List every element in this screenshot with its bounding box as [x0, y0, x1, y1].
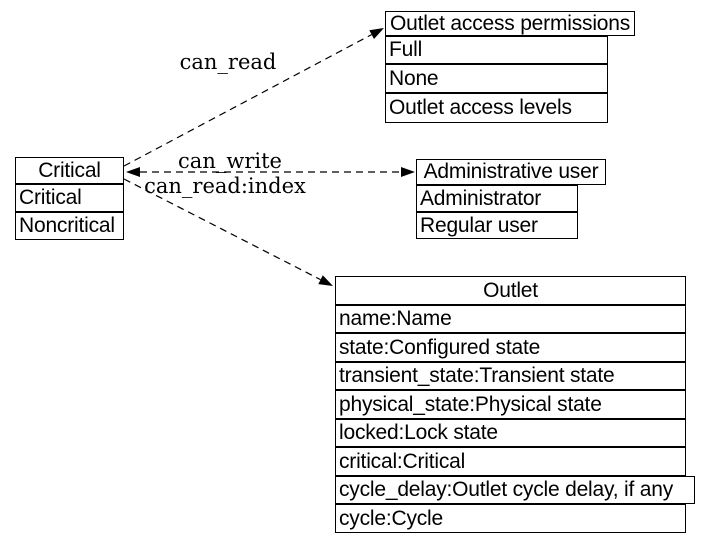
edge-label-can-read: can_read — [179, 50, 277, 74]
table-row: Outlet access levels — [385, 93, 608, 123]
node-administrative-user-header: Administrative user — [416, 159, 606, 185]
table-row: cycle_delay:Outlet cycle delay, if any — [335, 476, 695, 504]
arrowhead-into-admin-user — [401, 167, 415, 177]
table-row: physical_state:Physical state — [335, 390, 686, 419]
arrowhead-into-permissions — [369, 28, 384, 39]
table-row: locked:Lock state — [335, 419, 686, 447]
table-row: name:Name — [335, 305, 686, 333]
node-critical-header: Critical — [15, 157, 124, 184]
node-outlet-access-permissions-header: Outlet access permissions — [385, 11, 635, 36]
table-row: cycle:Cycle — [335, 504, 686, 533]
table-row: transient_state:Transient state — [335, 362, 686, 390]
edge-label-can-read-index: can_read:index — [144, 174, 306, 198]
table-row: critical:Critical — [335, 447, 686, 476]
table-row: Noncritical — [15, 212, 124, 240]
arrowhead-into-critical — [126, 167, 140, 177]
table-row: Critical — [15, 184, 124, 212]
arrowhead-into-outlet — [318, 275, 333, 286]
table-row: Regular user — [416, 212, 578, 239]
table-row: None — [385, 64, 608, 93]
edge-label-can-write: can_write — [178, 149, 282, 173]
table-row: Administrator — [416, 185, 578, 212]
node-outlet-header: Outlet — [335, 276, 686, 305]
table-row: state:Configured state — [335, 333, 686, 362]
table-row: Full — [385, 36, 608, 64]
